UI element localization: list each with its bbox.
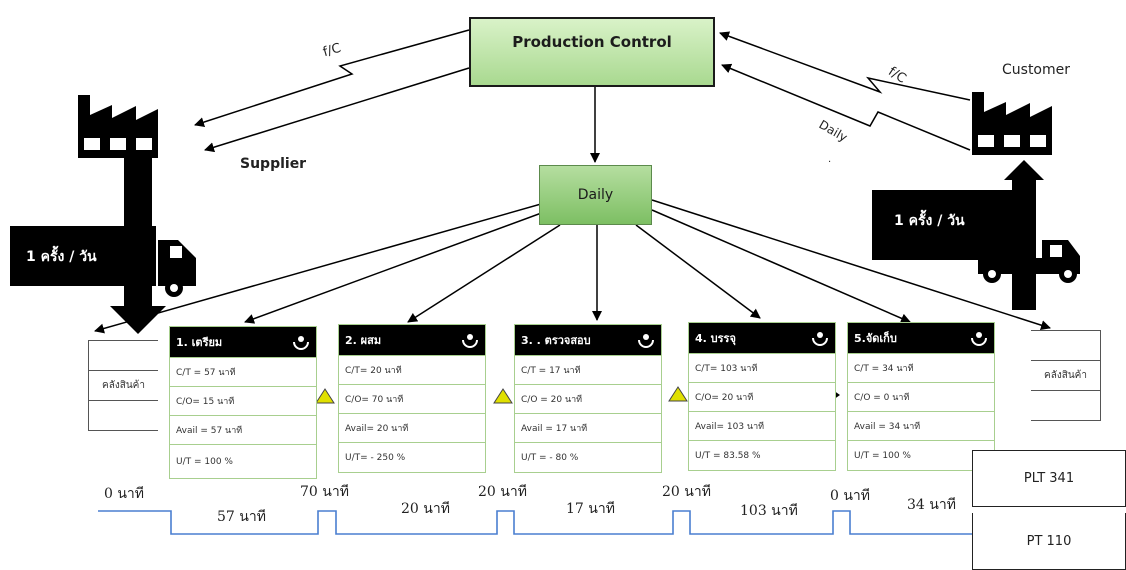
warning-triangle-icon	[493, 388, 513, 404]
supplier-factory-icon	[78, 95, 158, 158]
operator-icon	[462, 334, 478, 348]
timeline-wait-label: 0 นาที	[830, 488, 871, 504]
inbound-truck-icon	[10, 158, 196, 334]
uptime: U/T= - 250 %	[339, 442, 485, 472]
fc-supplier-line	[194, 29, 470, 127]
warning-triangle-icon	[668, 386, 688, 402]
timeline-process-label: 57 นาที	[217, 509, 266, 525]
changeover-time: C/O= 70 นาที	[339, 384, 485, 413]
process-box-prepare: 1. เตรียม C/T = 57 นาที C/O= 15 นาที Ava…	[169, 326, 317, 479]
uptime: U/T = 83.58 %	[689, 440, 835, 470]
process-title: 5.จัดเก็บ	[854, 332, 897, 345]
production-lead-time-box: PLT 341	[972, 450, 1126, 507]
changeover-time: C/O = 20 นาที	[515, 384, 661, 413]
finished-inventory-label: คลังสินค้า	[1031, 360, 1100, 391]
warning-triangle-icon	[315, 388, 335, 404]
operator-icon	[971, 332, 987, 346]
customer-factory-icon	[972, 92, 1052, 155]
changeover-time: C/O= 20 นาที	[689, 382, 835, 411]
process-title: 3. . ตรวจสอบ	[521, 334, 591, 347]
availability: Avail = 34 นาที	[848, 411, 994, 440]
timeline-wait-label: 20 นาที	[478, 484, 527, 500]
cycle-time: C/T = 57 นาที	[170, 357, 316, 386]
daily-schedule-box: Daily	[539, 165, 652, 225]
inbound-frequency-label: 1 ครั้ง / วัน	[26, 249, 97, 265]
outbound-frequency-label: 1 ครั้ง / วัน	[894, 213, 965, 229]
timeline-process-label: 17 นาที	[566, 501, 615, 517]
operator-icon	[812, 332, 828, 346]
cycle-time: C/T= 103 นาที	[689, 353, 835, 382]
timeline-process-label: 103 นาที	[740, 503, 798, 519]
process-box-inspect: 3. . ตรวจสอบ C/T = 17 นาที C/O = 20 นาที…	[514, 324, 662, 473]
cycle-time: C/T= 20 นาที	[339, 355, 485, 384]
daily-label: Daily	[577, 187, 614, 203]
production-control-box: Production Control	[469, 17, 715, 87]
raw-inventory-label: คลังสินค้า	[89, 370, 158, 401]
daily-customer-line	[721, 63, 971, 151]
uptime: U/T = 100 %	[170, 444, 316, 478]
timeline-wait-label: 20 นาที	[662, 484, 711, 500]
process-box-store: 5.จัดเก็บ C/T = 34 นาที C/O = 0 นาที Ava…	[847, 322, 995, 471]
changeover-time: C/O= 15 นาที	[170, 386, 316, 415]
cycle-time: C/T = 34 นาที	[848, 353, 994, 382]
timeline-line	[98, 510, 972, 535]
customer-dot: .	[828, 154, 832, 165]
production-control-label: Production Control	[512, 33, 672, 51]
availability: Avail= 103 นาที	[689, 411, 835, 440]
uptime: U/T = 100 %	[848, 440, 994, 470]
fc-customer-line	[719, 31, 971, 101]
supplier-label: Supplier	[240, 156, 307, 172]
timeline-wait-label: 70 นาที	[300, 484, 349, 500]
cycle-time: C/T = 17 นาที	[515, 355, 661, 384]
process-title: 4. บรรจุ	[695, 332, 736, 345]
changeover-time: C/O = 0 นาที	[848, 382, 994, 411]
processing-time-box: PT 110	[972, 513, 1126, 570]
timeline-process-label: 20 นาที	[401, 501, 450, 517]
availability: Avail= 20 นาที	[339, 413, 485, 442]
timeline-wait-label: 0 นาที	[104, 486, 145, 502]
raw-inventory-box: คลังสินค้า	[88, 340, 158, 431]
plt-value: PLT 341	[1023, 471, 1075, 486]
process-box-pack: 4. บรรจุ C/T= 103 นาที C/O= 20 นาที Avai…	[688, 322, 836, 471]
process-box-mix: 2. ผสม C/T= 20 นาที C/O= 70 นาที Avail= …	[338, 324, 486, 473]
finished-inventory-box: คลังสินค้า	[1031, 330, 1101, 421]
supplier-return-line	[204, 67, 470, 153]
availability: Avail = 57 นาที	[170, 415, 316, 444]
operator-icon	[293, 336, 309, 350]
process-title: 1. เตรียม	[176, 336, 223, 349]
customer-label: Customer	[1002, 62, 1071, 78]
availability: Avail = 17 นาที	[515, 413, 661, 442]
process-title: 2. ผสม	[345, 334, 382, 347]
uptime: U/T = - 80 %	[515, 442, 661, 472]
operator-icon	[638, 334, 654, 348]
pt-value: PT 110	[1026, 533, 1072, 549]
outbound-truck-icon	[872, 160, 1080, 310]
timeline-process-label: 34 นาที	[907, 497, 956, 513]
